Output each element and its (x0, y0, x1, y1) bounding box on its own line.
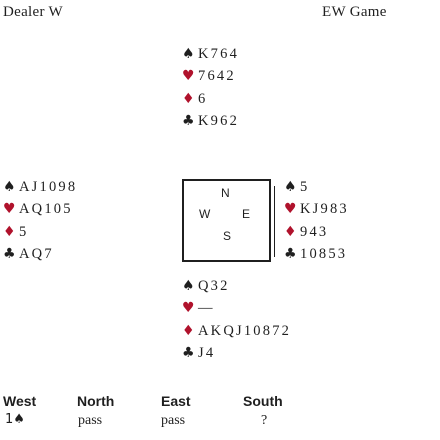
north-clubs: ♣K962 (182, 111, 239, 131)
east-clubs: ♣10853 (284, 244, 347, 264)
east-spades-cards: 5 (300, 179, 310, 195)
spade-icon: ♠ (284, 179, 297, 195)
east-hearts-cards: KJ983 (300, 201, 349, 217)
diamond-icon: ♦ (182, 91, 195, 107)
heart-icon: ♥ (182, 68, 195, 84)
bid-header-south: South (243, 393, 283, 409)
west-clubs-cards: AQ7 (19, 246, 54, 262)
bid-east-1: pass (161, 413, 186, 428)
east-hearts: ♥KJ983 (284, 199, 349, 219)
west-hearts-cards: AQ105 (19, 201, 73, 217)
south-diamonds-cards: AKQJ10872 (198, 323, 292, 339)
spade-icon: ♠ (182, 278, 195, 294)
east-diamonds-cards: 943 (300, 224, 329, 240)
west-hearts: ♥AQ105 (3, 199, 73, 219)
club-icon: ♣ (284, 246, 297, 262)
north-spades-cards: K764 (198, 46, 240, 62)
compass-box: N W E S (182, 179, 271, 262)
south-spades-cards: Q32 (198, 278, 230, 294)
diamond-icon: ♦ (182, 323, 195, 339)
east-spades: ♠5 (284, 177, 309, 197)
south-hearts: ♥— (182, 298, 215, 318)
spade-icon: ♠ (3, 179, 16, 195)
north-diamonds-cards: 6 (198, 91, 208, 107)
west-spades: ♠AJ1098 (3, 177, 77, 197)
diamond-icon: ♦ (3, 224, 16, 240)
club-icon: ♣ (182, 113, 195, 129)
north-diamonds: ♦6 (182, 89, 207, 109)
west-spades-cards: AJ1098 (19, 179, 78, 195)
south-clubs: ♣J4 (182, 343, 215, 363)
spade-icon: ♠ (182, 46, 195, 62)
east-separator (274, 186, 275, 257)
south-spades: ♠Q32 (182, 276, 230, 296)
bid-west-1: 1♠ (5, 412, 25, 427)
compass-south: S (223, 229, 232, 243)
vulnerability-label: EW Game (322, 4, 387, 20)
north-hearts-cards: 7642 (198, 68, 236, 84)
club-icon: ♣ (3, 246, 16, 262)
east-diamonds: ♦943 (284, 222, 328, 242)
bid-header-east: East (161, 393, 191, 409)
west-diamonds: ♦5 (3, 222, 28, 242)
north-clubs-cards: K962 (198, 113, 240, 129)
bid-header-west: West (3, 393, 37, 409)
heart-icon: ♥ (182, 300, 195, 316)
compass-east: E (242, 207, 251, 221)
club-icon: ♣ (182, 345, 195, 361)
bid-north-1: pass (78, 413, 103, 428)
compass-west: W (199, 207, 211, 221)
south-diamonds: ♦AKQJ10872 (182, 321, 291, 341)
north-spades: ♠K764 (182, 44, 239, 64)
dealer-label: Dealer W (3, 4, 64, 20)
south-clubs-cards: J4 (198, 345, 216, 361)
compass-north: N (221, 186, 230, 200)
bid-header-north: North (77, 393, 115, 409)
north-hearts: ♥7642 (182, 66, 236, 86)
heart-icon: ♥ (3, 201, 16, 217)
east-clubs-cards: 10853 (300, 246, 348, 262)
west-diamonds-cards: 5 (19, 224, 29, 240)
heart-icon: ♥ (284, 201, 297, 217)
bid-south-1: ? (261, 413, 268, 428)
diamond-icon: ♦ (284, 224, 297, 240)
west-clubs: ♣AQ7 (3, 244, 54, 264)
south-hearts-cards: — (198, 300, 215, 316)
